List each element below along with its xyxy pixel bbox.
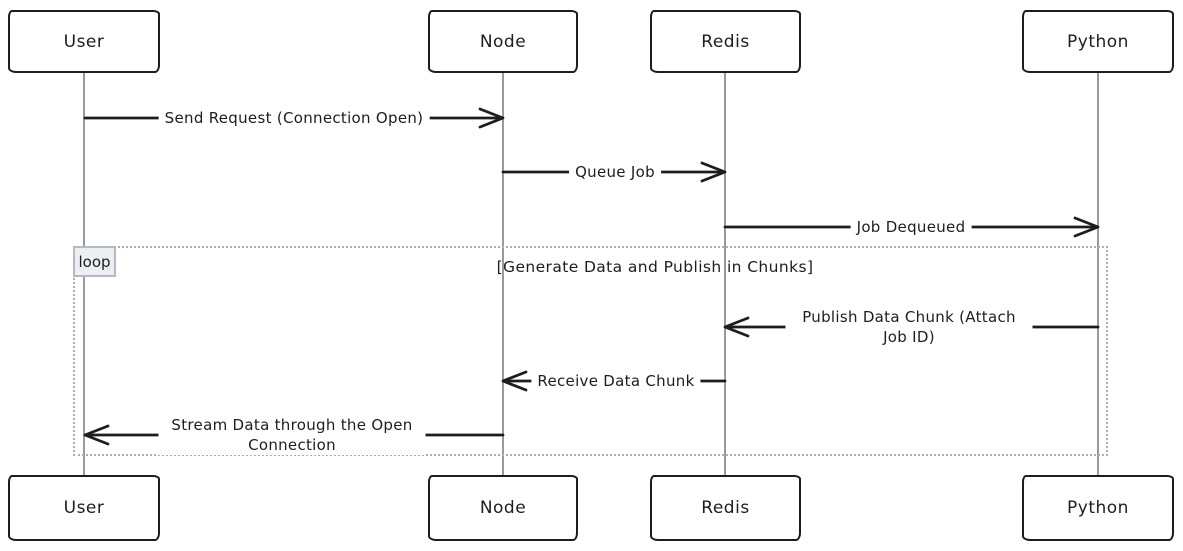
actor-box-redis-bottom: Redis — [650, 475, 801, 541]
actor-box-python-top: Python — [1022, 10, 1174, 73]
message-label-job-dequeued: Job Dequeued — [850, 217, 972, 237]
message-label-queue-job: Queue Job — [569, 162, 661, 182]
actor-name-redis-bottom: Redis — [701, 498, 750, 518]
loop-frame — [73, 246, 1108, 456]
actor-name-redis-top: Redis — [701, 31, 750, 52]
lifeline-redis — [724, 73, 726, 475]
actor-name-python-top: Python — [1067, 31, 1129, 52]
actor-name-node-top: Node — [479, 31, 527, 52]
actor-box-node-bottom: Node — [428, 475, 578, 541]
actor-name-user-bottom: User — [63, 498, 105, 518]
actor-name-node-bottom: Node — [479, 498, 527, 518]
actor-name-user-top: User — [63, 31, 105, 52]
lifeline-node — [502, 73, 504, 475]
actor-box-user-bottom: User — [8, 475, 160, 541]
actor-box-user-top: User — [8, 10, 160, 73]
loop-label: loop — [73, 246, 116, 277]
message-label-send-request: Send Request (Connection Open) — [158, 108, 430, 128]
actor-box-redis-top: Redis — [650, 10, 801, 73]
actor-name-python-bottom: Python — [1067, 498, 1129, 518]
actor-box-node-top: Node — [428, 10, 578, 73]
message-label-publish-data-chunk: Publish Data Chunk (Attach Job ID) — [785, 307, 1033, 347]
message-label-stream-data: Stream Data through the Open Connection — [158, 415, 426, 455]
message-label-receive-data-chunk: Receive Data Chunk — [531, 371, 701, 391]
lifeline-python — [1097, 73, 1099, 475]
loop-condition-label: [Generate Data and Publish in Chunks] — [496, 258, 814, 276]
actor-box-python-bottom: Python — [1022, 475, 1174, 541]
